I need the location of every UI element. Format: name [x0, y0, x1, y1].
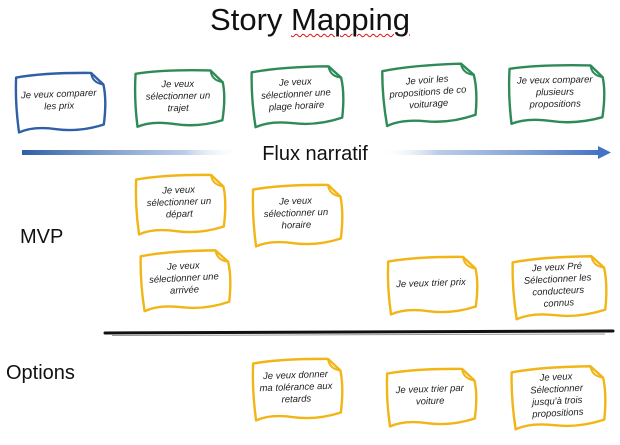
card-fold	[90, 72, 104, 86]
card-text: Je veux donner ma tolérance aux retards	[259, 368, 333, 406]
card-outline	[385, 367, 478, 428]
page-title: Story Mapping	[0, 0, 620, 40]
row-label-options: Options	[6, 362, 75, 384]
card-shape	[386, 255, 479, 316]
card-fold	[589, 65, 603, 79]
card-outline	[381, 62, 478, 128]
card-shape	[134, 173, 227, 236]
card-fold	[462, 256, 476, 270]
card-fold	[461, 368, 475, 382]
card-outline	[14, 71, 107, 134]
card-outline	[251, 357, 344, 422]
card-fold	[214, 250, 229, 263]
card-outline	[510, 365, 607, 431]
card-outline	[134, 173, 227, 236]
card-shape	[139, 249, 232, 313]
card-text: Je veux trier prix	[395, 276, 466, 291]
title-prefix: Story	[210, 2, 292, 37]
card-shape	[510, 365, 607, 431]
card-outline	[250, 65, 345, 129]
card-shape	[251, 183, 344, 248]
card-fold	[589, 366, 604, 379]
flow-arrow-shaft	[22, 150, 600, 155]
card-fold	[210, 174, 224, 188]
card-fold	[326, 358, 341, 372]
story-card: Je veux comparer plusieurs propositions	[506, 61, 606, 127]
flow-arrow-head	[598, 146, 611, 159]
card-shape	[381, 62, 478, 128]
card-shape	[250, 65, 345, 129]
card-fold	[590, 256, 605, 269]
story-card: Je veux sélectionner un trajet	[132, 66, 226, 130]
card-text: Je veux sélectionner une plage horaire	[260, 76, 332, 114]
card-text: Je veux Sélectionner jusqu'à trois propo…	[529, 371, 584, 421]
card-outline	[139, 249, 232, 313]
card-text: Je veux Pré Sélectionner les conducteurs…	[523, 260, 592, 310]
card-shape	[133, 68, 226, 128]
story-card: Je voir les propositions de co voiturage	[379, 59, 479, 130]
card-text: Je voir les propositions de co voiturage	[389, 73, 467, 112]
card-text: Je veux sélectionner un trajet	[145, 78, 211, 115]
title-word: Mapping	[291, 2, 410, 37]
row-divider-shadow	[111, 333, 606, 336]
card-text: Je veux trier par voiture	[395, 382, 464, 408]
story-card: Je veux trier prix	[385, 252, 479, 317]
card-text: Je veux sélectionner un horaire	[263, 195, 329, 232]
card-fold	[459, 63, 474, 76]
story-card: Je veux sélectionner une arrivée	[137, 246, 232, 315]
story-card: Je veux trier par voiture	[384, 364, 478, 429]
story-card: Je veux sélectionner un départ	[133, 170, 227, 237]
card-text: Je veux sélectionner un départ	[146, 184, 212, 221]
card-shape	[507, 63, 606, 125]
card-shape	[251, 357, 344, 422]
card-text: Je veux comparer plusieurs propositions	[516, 74, 593, 111]
row-label-mvp: MVP	[20, 226, 64, 248]
story-card: Je veux donner ma tolérance aux retards	[250, 354, 344, 423]
card-fold	[326, 184, 341, 198]
card-text: Je veux comparer les prix	[20, 87, 97, 113]
card-text: Je veux sélectionner une arrivée	[148, 260, 220, 297]
card-shape	[511, 255, 608, 321]
card-fold	[209, 70, 223, 84]
story-card: Je veux Sélectionner jusqu'à trois propo…	[508, 362, 607, 433]
row-divider	[103, 329, 615, 335]
card-outline	[386, 255, 479, 316]
card-fold	[327, 66, 342, 79]
story-card: Je veux comparer les prix	[13, 68, 107, 135]
flow-label: Flux narratif	[262, 143, 368, 165]
card-outline	[251, 183, 344, 248]
card-outline	[133, 68, 226, 128]
story-card: Je veux sélectionner un horaire	[250, 180, 344, 249]
card-shape	[14, 71, 107, 134]
card-outline	[511, 255, 608, 321]
card-shape	[385, 367, 478, 428]
story-card: Je veux Pré Sélectionner les conducteurs…	[509, 252, 608, 323]
card-outline	[507, 63, 606, 125]
story-card: Je veux sélectionner une plage horaire	[248, 62, 345, 131]
